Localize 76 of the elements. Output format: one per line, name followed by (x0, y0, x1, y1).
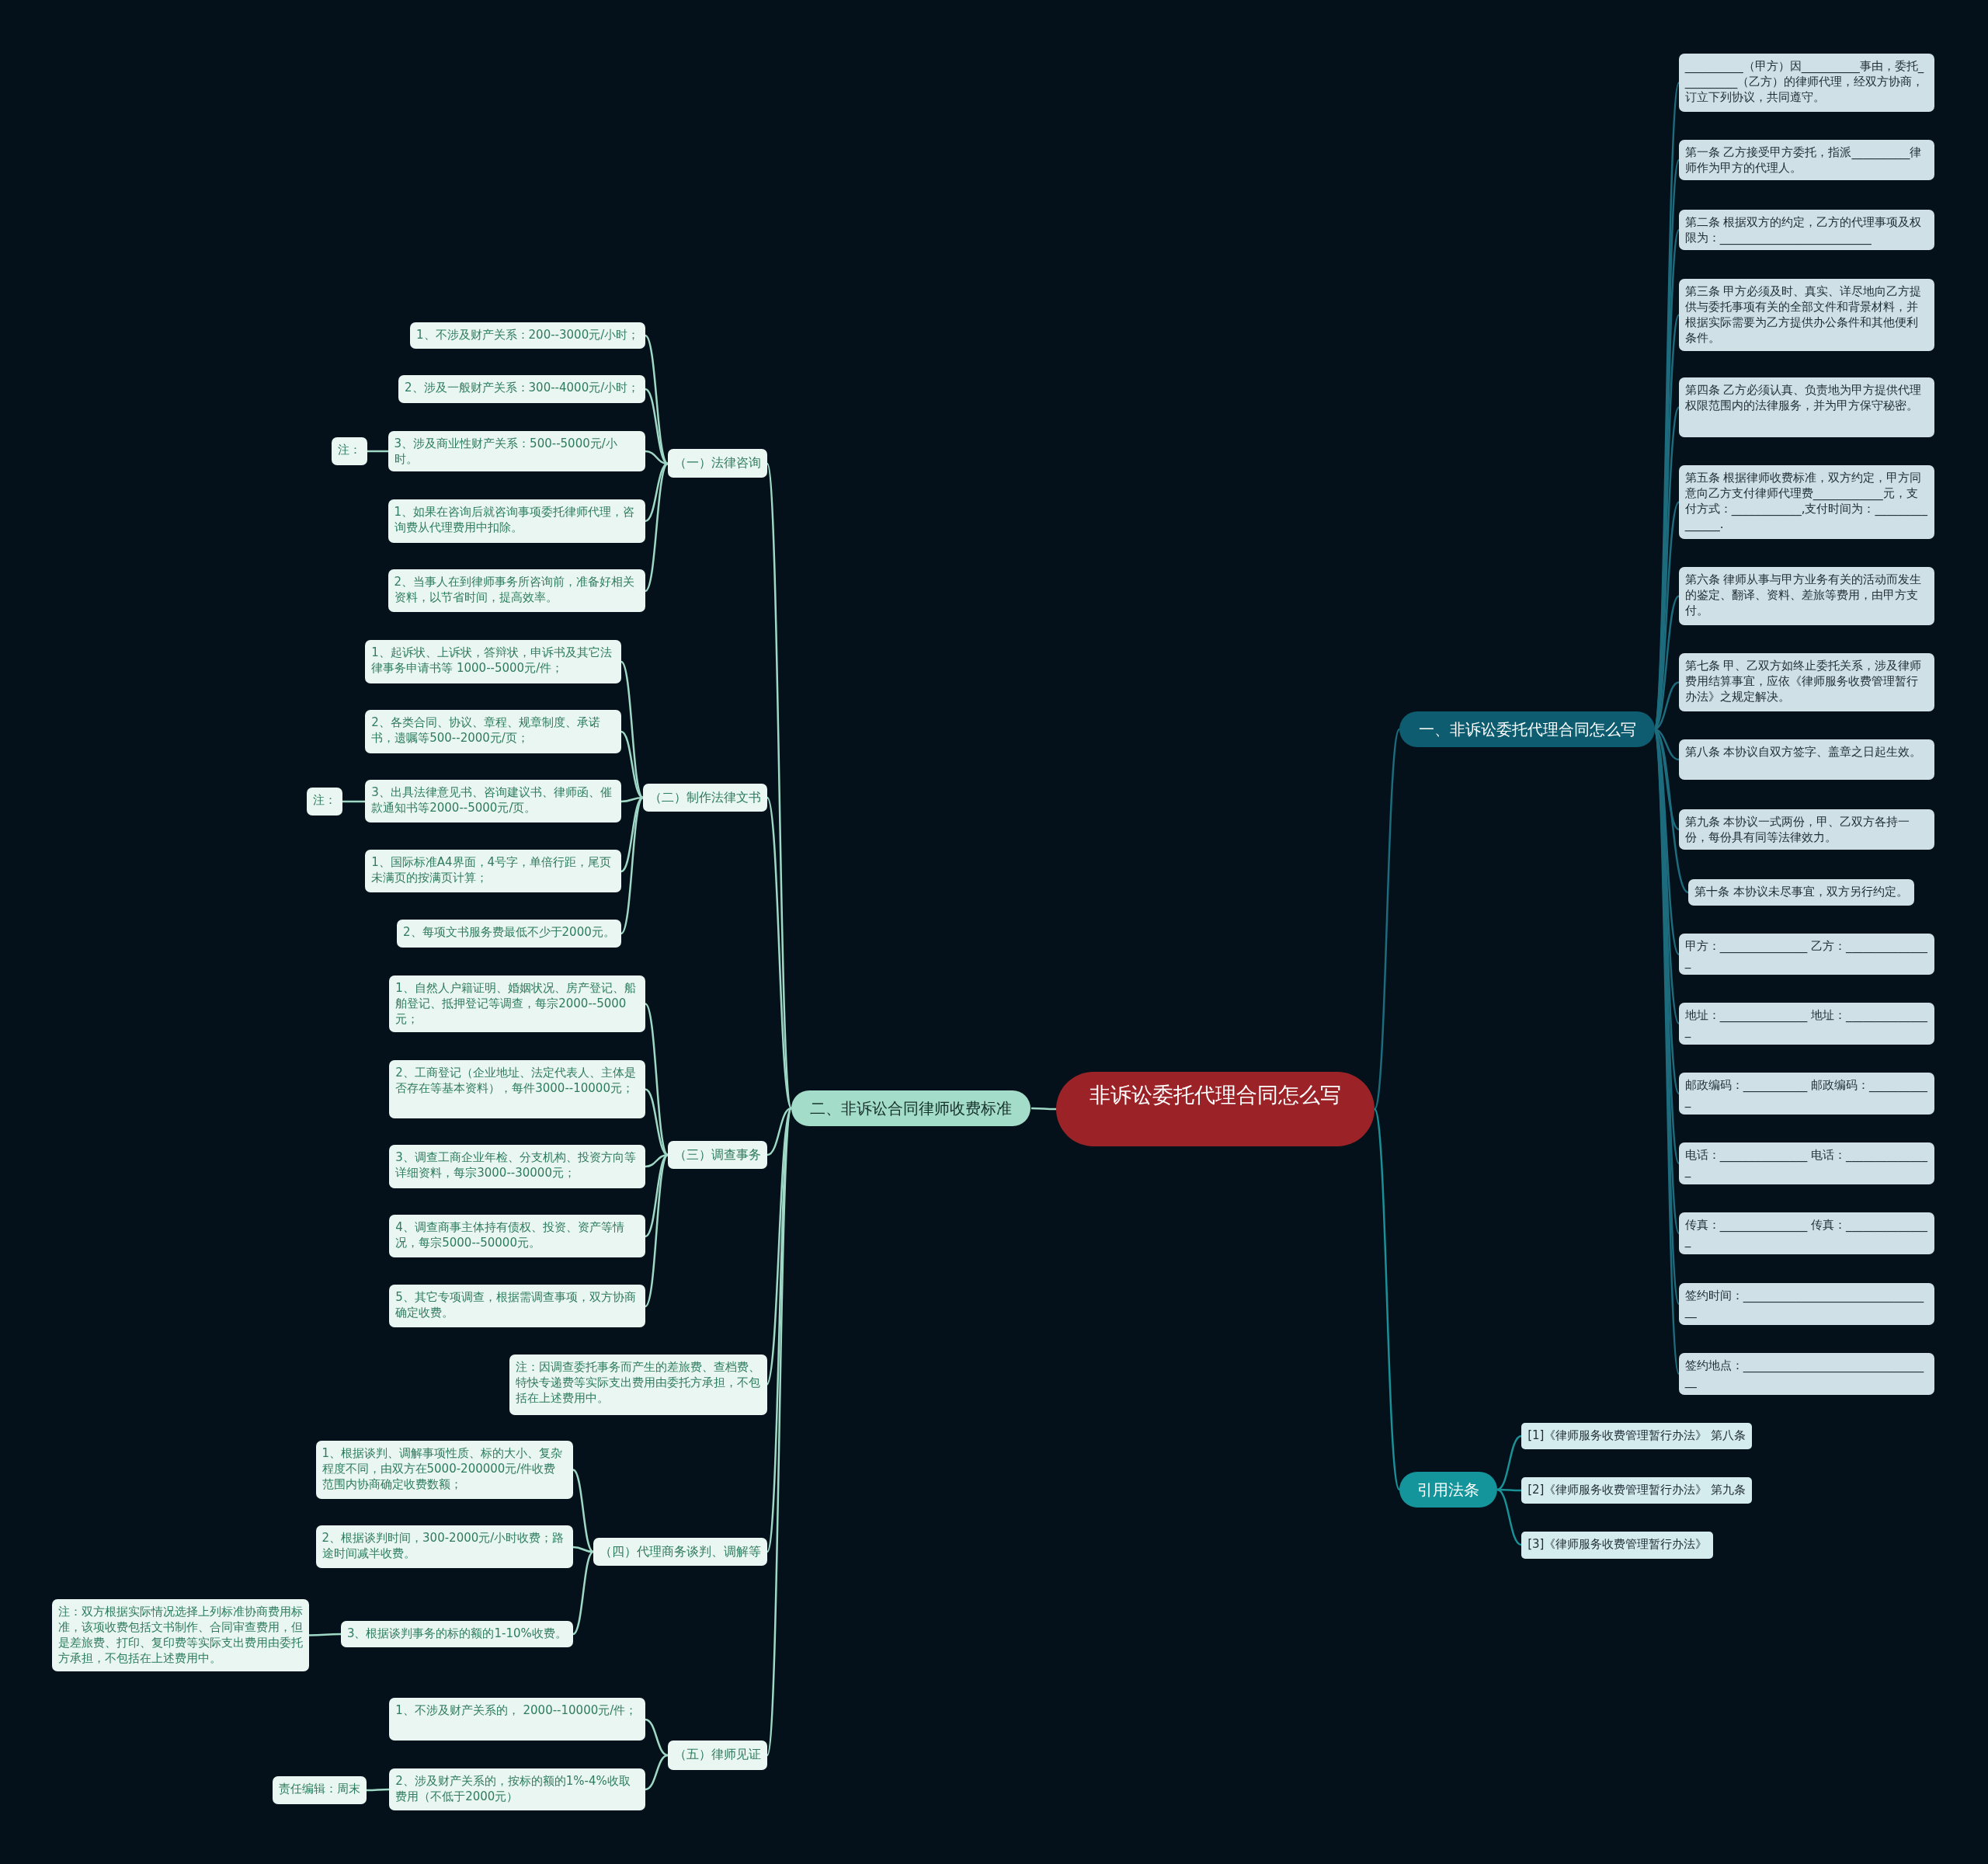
connector-line (766, 1107, 792, 1156)
connector-line (1031, 1107, 1056, 1111)
item-box: 2、涉及财产关系的，按标的额的1%-4%收取费用（不低于2000元） (389, 1768, 645, 1811)
connector-line (645, 1754, 669, 1791)
connector-line (645, 463, 669, 592)
reference-box: [2]《律师服务收费管理暂行办法》 第九条 (1521, 1477, 1753, 1504)
item-box: 2、当事人在到律师事务所咨询前，准备好相关资料，以节省时间，提高效率。 (388, 569, 645, 613)
connector-line (645, 1154, 669, 1307)
connector-line (1497, 1488, 1521, 1492)
item-box: 1、国际标准A4界面，4号字，单倍行距，尾页未满页的按满页计算； (365, 849, 621, 893)
item-box: 2、各类合同、协议、章程、规章制度、承诺书，遗嘱等500--2000元/页； (365, 710, 621, 753)
item-box: 1、不涉及财产关系的， 2000--10000元/件； (389, 1697, 645, 1741)
clause-box: 第八条 本协议自双方签字、盖章之日起生效。 (1678, 739, 1935, 781)
clause-box: 第九条 本协议一式两份，甲、乙双方各持一份，每份具有同等法律效力。 (1678, 809, 1935, 850)
item-box: 3、根据谈判事务的标的额的1-10%收费。 (340, 1620, 573, 1647)
connector-line (572, 1469, 594, 1553)
item-box: 1、起诉状、上诉状，答辩状，申诉书及其它法律事务申请书等 1000--5000元/件； (365, 640, 621, 683)
connector-line (572, 1550, 594, 1636)
item-box: 1、自然人户籍证明、婚姻状况、房产登记、船舶登记、抵押登记等调查，每宗2000--5000元； (389, 975, 645, 1033)
item-box: 1、根据谈判、调解事项性质、标的大小、复杂程度不同，由双方在5000-200000元/件收费范围内协商确定收费数额； (315, 1440, 573, 1499)
clause-box: 第五条 根据律师收费标准，双方约定，甲方同意向乙方支付律师代理费____________元，支付方式：____________,支付时间为：_______________. (1678, 465, 1935, 539)
branch-topic: 二、非诉讼合同律师收费标准 (791, 1090, 1031, 1126)
reference-box: [1]《律师服务收费管理暂行办法》 第八条 (1521, 1422, 1753, 1450)
clause-box: 第七条 甲、乙双方如终止委托关系，涉及律师费用结算事宜，应依《律师服务收费管理暂行办法》之规定解决。 (1678, 652, 1935, 711)
branch-topic: 一、非诉讼委托代理合同怎么写 (1399, 711, 1655, 747)
clause-box: 第二条 根据双方的约定，乙方的代理事项及权限为：__________________________ (1678, 209, 1935, 250)
clause-box: 第十条 本协议未尽事宜，双方另行约定。 (1688, 878, 1915, 906)
note-box: 注： (306, 787, 342, 816)
note-box: 注：因调查委托事务而产生的差旅费、查档费、特快专递费等实际支出费用由委托方承担，不包括在上述费用中。 (509, 1354, 767, 1416)
clause-box: 第一条 乙方接受甲方委托，指派__________律师作为甲方的代理人。 (1678, 139, 1935, 180)
item-box: 5、其它专项调查，根据需调查事项，双方协商确定收费。 (389, 1284, 645, 1328)
item-box: 2、涉及一般财产关系：300--4000元/小时； (398, 375, 646, 404)
clause-box: 电话：_______________ 电话：_______________ (1678, 1142, 1935, 1184)
item-box: 4、调查商事主体持有债权、投资、资产等情况，每宗5000--50000元。 (389, 1214, 645, 1258)
connector-line (645, 1088, 669, 1156)
clause-box: 第三条 甲方必须及时、真实、详尽地向乙方提供与委托事项有关的全部文件和背景材料，并根据实际需要为乙方提供办公条件和其他便利条件。 (1678, 279, 1935, 352)
reference-box: [3]《律师服务收费管理暂行办法》 (1521, 1532, 1714, 1559)
item-box: 1、如果在咨询后就咨询事项委托律师代理，咨询费从代理费用中扣除。 (388, 499, 645, 543)
item-box: 3、涉及商业性财产关系：500--5000元/小时。 (388, 431, 645, 472)
connector-line (342, 800, 365, 803)
note-box: 注： (332, 437, 368, 466)
clause-box: __________（甲方）因__________事由，委托__________（乙方）的律师代理，经双方协商，订立下列协议，共同遵守。 (1678, 53, 1935, 112)
clause-box: 第六条 律师从事与甲方业务有关的活动而发生的鉴定、翻译、资料、差旅等费用，由甲方支付。 (1678, 566, 1935, 625)
clause-box: 地址：_______________ 地址：_______________ (1678, 1003, 1935, 1045)
note-box: 责任编辑：周末 (272, 1776, 367, 1805)
note-box: 注：双方根据实际情况选择上列标准协商费用标准，该项收费包括文书制作、合同审查费用，但是差旅费、打印、复印费等实际支出费用由委托方承担，不包括在上述费用中。 (51, 1598, 310, 1671)
connector-line (309, 1633, 341, 1636)
connector-line (367, 450, 388, 453)
subtopic-box: （五）律师见证 (667, 1741, 767, 1770)
subtopic-box: （一）法律咨询 (667, 448, 767, 478)
connector-line (645, 1718, 669, 1757)
clause-box: 签约时间：_________________________________ (1678, 1283, 1935, 1326)
branch-topic: 引用法条 (1399, 1472, 1498, 1508)
subtopic-box: （二）制作法律文书 (642, 783, 767, 812)
connector-line (620, 797, 644, 934)
item-box: 3、出具法律意见书、咨询建议书、律师函、催款通知书等2000--5000元/页。 (365, 779, 621, 823)
item-box: 2、根据谈判时间，300-2000元/小时收费；路途时间减半收费。 (315, 1525, 573, 1569)
connector-line (620, 661, 644, 798)
subtopic-box: （三）调查事务 (667, 1141, 767, 1170)
connector-line (1496, 1488, 1522, 1546)
clause-box: 甲方：_______________ 乙方：_______________ (1678, 933, 1935, 975)
clause-box: 传真：_______________ 传真：_______________ (1678, 1212, 1935, 1254)
connector-line (1373, 1108, 1401, 1490)
clause-box: 邮政编码：___________ 邮政编码：___________ (1678, 1073, 1935, 1115)
clause-box: 签约地点：_________________________________ (1678, 1352, 1935, 1395)
connector-line (645, 1003, 669, 1156)
item-box: 2、每项文书服务费最低不少于2000元。 (397, 919, 621, 948)
connector-line (766, 797, 793, 1109)
connector-line (1496, 1435, 1522, 1491)
connector-line (367, 1788, 389, 1792)
clause-box: 第四条 乙方必须认真、负责地为甲方提供代理权限范围内的法律服务，并为甲方保守秘密。 (1678, 377, 1935, 438)
item-box: 2、工商登记（企业地址、法定代表人、主体是否存在等基本资料），每件3000--10000元； (389, 1059, 645, 1119)
subtopic-box: （四）代理商务谈判、调解等 (593, 1538, 767, 1567)
item-box: 1、不涉及财产关系：200--3000元/小时； (410, 322, 646, 350)
item-box: 3、调查工商企业年检、分支机构、投资方向等详细资料，每宗3000--30000元； (389, 1145, 645, 1188)
connector-line (1373, 729, 1401, 1110)
